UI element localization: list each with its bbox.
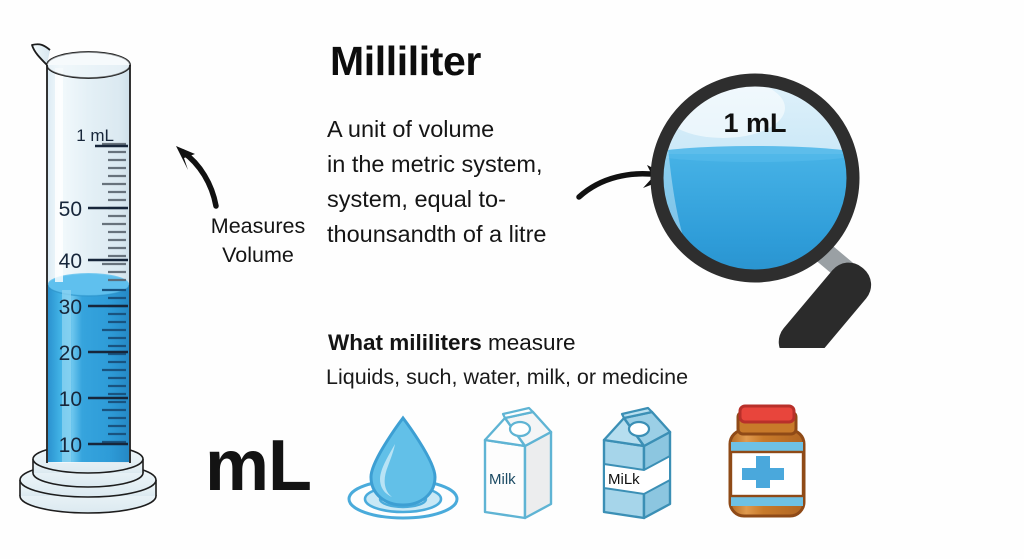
cylinder-scale-label-10a: 10 [59,388,82,411]
unit-symbol-ml: mL [205,426,312,506]
magnifier-label: 1 mL [723,108,786,138]
cylinder-scale-label-30: 30 [59,296,82,319]
definition-line-4: thounsandth of a litre [327,221,547,247]
measure-heading: What mililiters measure [328,330,576,356]
graduated-cylinder-illustration: 1 mL 50 40 30 20 10 10 [10,18,200,518]
measures-volume-line-1: Measures [210,214,306,238]
measure-subtitle: Liquids, such, water, milk, or medicine [326,365,689,389]
page-title: Milliliter [330,38,481,84]
measures-volume-label: Measures Volume [188,212,328,270]
medicine-bottle-icon [712,404,832,526]
magnifier-illustration: 1 mL [645,68,1020,365]
cylinder-scale-label-10b: 10 [59,434,82,457]
definition-text: A unit of volume in the metric system, s… [327,112,627,252]
cylinder-top-label: 1 mL [76,126,114,145]
definition-line-3: system, equal to- [327,186,506,212]
arrow-to-cylinder [172,140,252,210]
cylinder-scale-label-20: 20 [59,342,82,365]
water-drop-icon [347,404,467,526]
measure-heading-strong: What mililiters [328,330,482,355]
milk-carton-blue-icon: MiLk [582,404,702,526]
cylinder-scale-label-50: 50 [59,198,82,221]
measure-heading-rest: measure [481,330,576,355]
cylinder-scale-label-40: 40 [59,250,82,273]
definition-line-1: A unit of volume [327,116,495,142]
definition-line-2: in the metric system, [327,151,543,177]
milk-carton-white-icon: Milk [463,404,583,526]
measures-volume-line-2: Volume [222,243,294,267]
milk-carton-blue-label: MiLk [608,471,640,488]
milk-carton-white-label: Milk [489,471,516,488]
